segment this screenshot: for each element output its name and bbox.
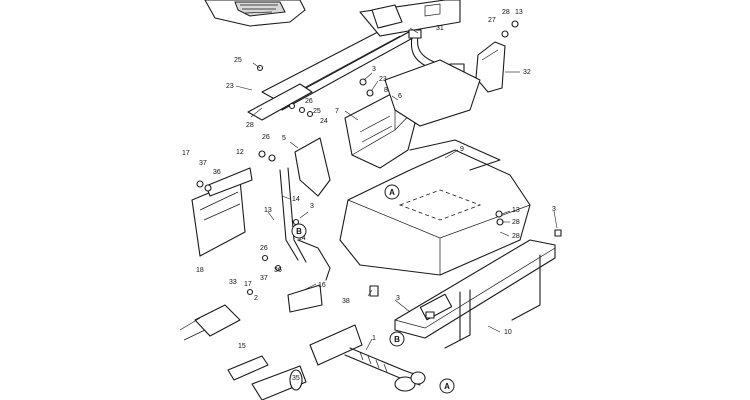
svg-text:A: A: [444, 382, 450, 391]
lever-cover: [475, 41, 506, 93]
upper-cab-assembly: [204, 0, 306, 27]
label-35: 35: [292, 375, 300, 382]
upper-plate: [384, 59, 481, 127]
label-25-low: 26: [260, 245, 268, 252]
label-23: 25: [313, 108, 321, 115]
label-14-mid: 12: [236, 149, 244, 156]
label-28-top: 28: [502, 9, 510, 16]
label-37-low: 37: [260, 275, 268, 282]
label-12: 14: [292, 196, 300, 203]
label-16: 15: [238, 343, 246, 350]
label-11: 13: [264, 207, 272, 214]
mounting-rail: [247, 17, 421, 121]
label-5: 5: [282, 135, 286, 142]
label-7: 7: [335, 108, 339, 115]
label-28-right: 28: [512, 219, 520, 226]
label-24: 26: [305, 98, 313, 105]
label-21: 25: [234, 57, 242, 64]
main-frame: [339, 139, 531, 276]
side-cover-panel: [359, 0, 461, 37]
leader-lines: [235, 27, 558, 351]
label-27: 28: [246, 122, 254, 129]
control-rods: [279, 167, 331, 281]
label-22: 24: [320, 118, 328, 125]
label-32: 32: [523, 69, 531, 76]
label-37-left: 37: [199, 160, 207, 167]
label-2: 2: [254, 295, 258, 302]
label-25-mid: 26: [262, 134, 270, 141]
label-36-left: 36: [213, 169, 221, 176]
label-3-low: 3: [396, 295, 400, 302]
label-6: 6: [398, 93, 402, 100]
side-bracket: [191, 167, 253, 257]
label-19: 23: [379, 76, 387, 83]
svg-text:A: A: [389, 188, 395, 197]
label-18: 18: [196, 267, 204, 274]
label-17-low: 17: [244, 281, 252, 288]
lower-bracket: [287, 284, 323, 313]
svg-text:B: B: [394, 335, 400, 344]
callout-b-mid: B: [291, 223, 307, 239]
label-1: 1: [372, 335, 376, 342]
part-number-labels: 25 23 28 26 25 24 3 23 8 6 7 31 27 28 13…: [182, 9, 556, 382]
label-3-mid: 3: [310, 203, 314, 210]
label-36-low: 36: [274, 267, 282, 274]
bent-cover: [294, 137, 331, 197]
fasteners: [196, 20, 562, 319]
callout-a-top: A: [384, 184, 400, 200]
svg-text:B: B: [296, 227, 302, 236]
label-3-top: 3: [372, 66, 376, 73]
callout-b-low: B: [389, 331, 405, 347]
label-3-right: 3: [552, 206, 556, 213]
label-13-top: 13: [515, 9, 523, 16]
label-38: 38: [342, 298, 350, 305]
lower-left-assembly: [179, 304, 307, 400]
label-33: 33: [229, 279, 237, 286]
label-10: 10: [504, 329, 512, 336]
label-15: 16: [318, 282, 326, 289]
label-31: 31: [436, 25, 444, 32]
callout-a-low: A: [439, 378, 455, 394]
label-13: 14: [298, 235, 306, 242]
label-20: 23: [226, 83, 234, 90]
label-8: 8: [384, 87, 388, 94]
label-17-left: 17: [182, 150, 190, 157]
label-9: 9: [460, 146, 464, 153]
label-26-top: 27: [488, 17, 496, 24]
label-14-right: 13: [512, 207, 520, 214]
drive-shaft: [309, 324, 426, 392]
label-26-right: 28: [512, 233, 520, 240]
